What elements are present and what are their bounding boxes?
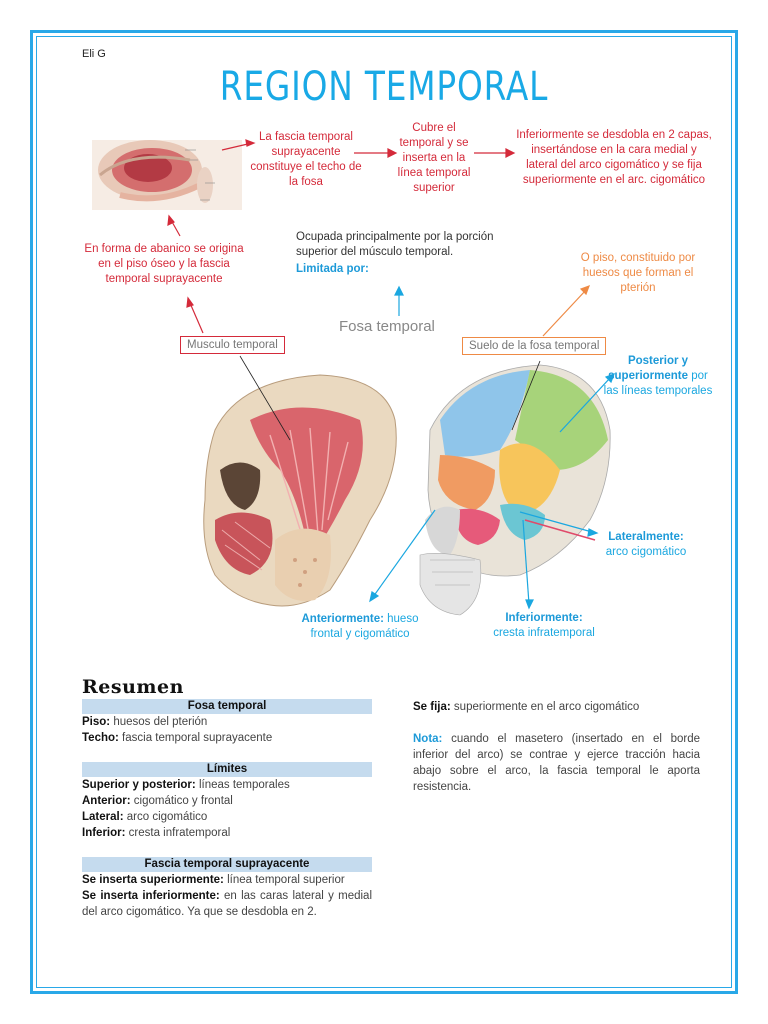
row-piso: Piso: huesos del pterión bbox=[82, 714, 372, 730]
blue-arrows bbox=[369, 372, 616, 610]
summary-heading: Resumen bbox=[82, 676, 184, 698]
limitada-label: Limitada por: bbox=[296, 263, 369, 275]
band-limites: Límites bbox=[82, 762, 372, 777]
inferior-rest: cresta infratemporal bbox=[493, 627, 595, 639]
sefija-value: superiormente en el arco cigomático bbox=[453, 701, 640, 713]
posterior-bold-2: superiormente bbox=[608, 370, 689, 382]
note-anterior: Anteriormente: hueso frontal y cigomátic… bbox=[290, 612, 430, 642]
note-abanico: En forma de abanico se origina en el pis… bbox=[84, 243, 244, 285]
anterior-bold: Anteriormente: bbox=[301, 613, 384, 625]
sup-label: Superior y posterior: bbox=[82, 779, 196, 791]
note-inferior: Inferiormente: cresta infratemporal bbox=[484, 611, 604, 641]
row-nota: Nota: cuando el masetero (insertado en e… bbox=[413, 731, 700, 795]
sefija-label: Se fija: bbox=[413, 701, 451, 713]
fosa-arrow bbox=[394, 285, 404, 316]
posterior-bold-1: Posterior y bbox=[627, 355, 689, 367]
lat-value: arco cigomático bbox=[126, 811, 208, 823]
sup-value: líneas temporales bbox=[198, 779, 290, 791]
head-section-illustration bbox=[92, 140, 242, 210]
band-fascia: Fascia temporal suprayacente bbox=[82, 857, 372, 872]
note-fascia: La fascia temporal suprayacente constitu… bbox=[250, 131, 362, 188]
piso-value: huesos del pterión bbox=[113, 716, 208, 728]
ocupada-text: Ocupada principalmente por la porción su… bbox=[296, 231, 494, 258]
ins-sup-value: línea temporal superior bbox=[227, 874, 345, 886]
red-arrows bbox=[167, 139, 516, 334]
row-inferior: Inferior: cresta infratemporal bbox=[82, 825, 372, 841]
label-suelo-fosa: Suelo de la fosa temporal bbox=[462, 337, 607, 355]
page-frame-outer bbox=[30, 30, 738, 994]
inferior-bold: Inferiormente: bbox=[505, 612, 583, 624]
note-posterior: Posterior y superiormente por las líneas… bbox=[598, 354, 718, 399]
skull-muscle-illustration bbox=[203, 374, 397, 607]
ins-sup-label: Se inserta superiormente: bbox=[82, 874, 224, 886]
lateral-bold: Lateralmente: bbox=[608, 531, 684, 543]
ant-label: Anterior: bbox=[82, 795, 131, 807]
band-fosa-temporal: Fosa temporal bbox=[82, 699, 372, 714]
row-techo: Techo: fascia temporal suprayacente bbox=[82, 730, 372, 746]
lateral-rest: arco cigomático bbox=[605, 546, 687, 558]
label-musculo-temporal: Musculo temporal bbox=[180, 336, 285, 354]
row-superior: Superior y posterior: líneas temporales bbox=[82, 777, 372, 793]
anterior-rest-2: frontal y cigomático bbox=[310, 628, 410, 640]
row-anterior: Anterior: cigomático y frontal bbox=[82, 793, 372, 809]
row-lateral: Lateral: arco cigomático bbox=[82, 809, 372, 825]
pointer-lines bbox=[239, 355, 541, 441]
ins-inf-label: Se inserta inferiormente: bbox=[82, 890, 220, 902]
page-frame-inner bbox=[36, 36, 732, 988]
skull-bones-illustration bbox=[419, 364, 611, 616]
row-inserta-inf: Se inserta inferiormente: en las caras l… bbox=[82, 888, 372, 920]
page-title: REGION TEMPORAL bbox=[219, 64, 549, 110]
row-inserta-sup: Se inserta superiormente: línea temporal… bbox=[82, 872, 372, 888]
nota-label: Nota: bbox=[413, 733, 443, 745]
note-cubre: Cubre el temporal y se inserta en la lín… bbox=[397, 122, 471, 194]
note-lateral: Lateralmente: arco cigomático bbox=[596, 530, 696, 560]
techo-value: fascia temporal suprayacente bbox=[122, 732, 273, 744]
summary-right-column: Se fija: superiormente en el arco cigomá… bbox=[413, 699, 700, 795]
row-se-fija: Se fija: superiormente en el arco cigomá… bbox=[413, 699, 700, 715]
note-piso: O piso, constituido por huesos que forma… bbox=[580, 252, 696, 294]
inf-value: cresta infratemporal bbox=[128, 827, 231, 839]
label-fosa-temporal: Fosa temporal bbox=[339, 318, 435, 335]
nota-value: cuando el masetero (insertado en el bord… bbox=[413, 733, 700, 793]
orange-arrow bbox=[542, 284, 591, 337]
inf-label: Inferior: bbox=[82, 827, 126, 839]
note-inferiormente: Inferiormente se desdobla en 2 capas, in… bbox=[516, 129, 712, 186]
ins-inf-value: en las caras lateral y medial del arco c… bbox=[82, 890, 372, 918]
lat-label: Lateral: bbox=[82, 811, 124, 823]
piso-label: Piso: bbox=[82, 716, 111, 728]
posterior-rest-1: por bbox=[691, 370, 708, 382]
ant-value: cigomático y frontal bbox=[133, 795, 233, 807]
author-name: Eli G bbox=[82, 48, 106, 60]
anterior-rest-1: hueso bbox=[387, 613, 419, 625]
posterior-rest-2: las líneas temporales bbox=[603, 385, 713, 397]
summary-left-column: Fosa temporal Piso: huesos del pterión T… bbox=[82, 699, 372, 920]
techo-label: Techo: bbox=[82, 732, 119, 744]
